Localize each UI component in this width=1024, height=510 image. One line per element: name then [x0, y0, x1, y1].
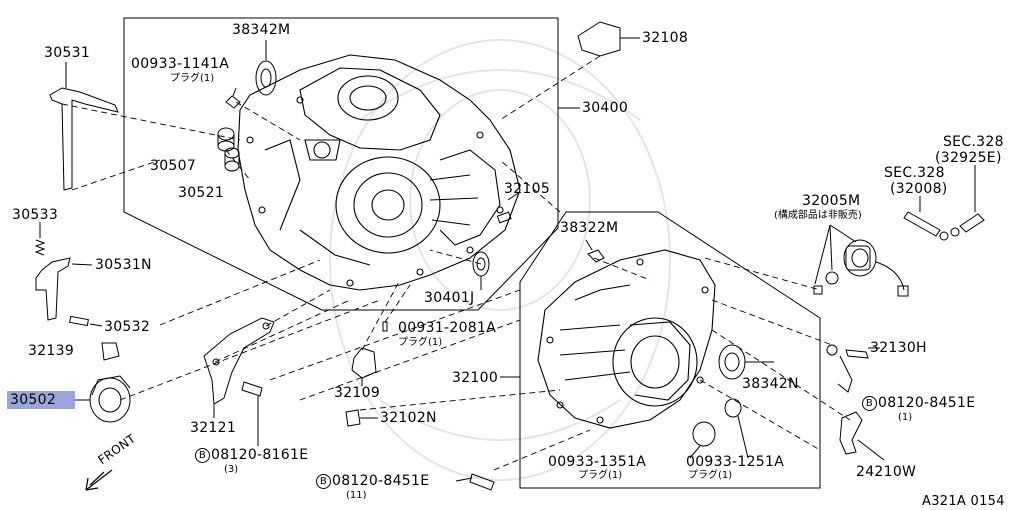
diagram-code: A321A 0154: [922, 494, 1005, 509]
label-38322M[interactable]: 38322M: [560, 220, 619, 236]
label-32130H[interactable]: 32130H: [870, 340, 927, 356]
shift-fork-30531: [49, 62, 119, 191]
plug-00933-1141A: [225, 87, 241, 109]
label-32005M[interactable]: 32005M: [802, 193, 861, 209]
label-30502-highlighted[interactable]: 30502: [7, 391, 75, 409]
pin-32105: [496, 191, 521, 224]
label-38342M[interactable]: 38342M: [232, 22, 291, 38]
label-08120-8451E-1-qty: (1): [898, 412, 913, 423]
label-00933-1351A-qty: プラグ(1): [578, 470, 623, 481]
label-30507[interactable]: 30507: [150, 158, 197, 174]
label-32005M-note: (構成部品は非販売): [774, 210, 862, 221]
pin-30532: [69, 315, 103, 327]
front-arrow-icon: [85, 469, 113, 491]
label-00933-1141A[interactable]: 00933-1141A: [131, 56, 230, 72]
label-38342N[interactable]: 38342N: [742, 376, 799, 392]
watermark: [329, 39, 671, 481]
label-sec328-32008-ref: (32008): [890, 181, 948, 197]
bolt-08120-8451E-11: [455, 473, 495, 491]
plug-00933-1251A: [724, 398, 749, 459]
part-32102N: [345, 409, 378, 427]
label-30400[interactable]: 30400: [582, 100, 629, 116]
plug-00931-2081A: [382, 321, 388, 332]
frame-32100: [519, 211, 821, 489]
label-sec328-32008[interactable]: SEC.328: [884, 165, 945, 181]
label-sec328-32925E-ref: (32925E): [935, 150, 1002, 166]
sensor-32005M: [813, 224, 909, 297]
bracket-32108: [577, 21, 640, 57]
bolt-b-icon: B: [316, 474, 331, 489]
label-00933-1251A[interactable]: 00933-1251A: [686, 454, 785, 470]
sec328-parts: [903, 165, 985, 241]
label-32105[interactable]: 32105: [504, 181, 551, 197]
label-00931-2081A-qty: プラグ(1): [398, 337, 443, 348]
label-32121[interactable]: 32121: [190, 420, 237, 436]
label-30531[interactable]: 30531: [44, 45, 91, 61]
part-38322M: [585, 239, 605, 263]
bolt-b-icon: B: [195, 448, 210, 463]
label-32139[interactable]: 32139: [28, 343, 75, 359]
label-30521[interactable]: 30521: [178, 185, 225, 201]
clip-24210W: [839, 411, 885, 461]
frame-30400: [123, 17, 559, 311]
label-32109[interactable]: 32109: [334, 385, 381, 401]
spring-30533: [34, 222, 46, 256]
label-32108[interactable]: 32108: [642, 30, 689, 46]
label-08120-8161E-qty: (3): [224, 464, 239, 475]
label-sec328-32925E[interactable]: SEC.328: [943, 134, 1004, 150]
plug-00933-1351A: [689, 421, 716, 459]
seal-30401J: [472, 251, 490, 290]
bracket-32130H: [826, 344, 880, 393]
bolt-b-icon: B: [862, 396, 877, 411]
case-30400: [237, 54, 521, 291]
label-08120-8451E-11-qty: (11): [346, 490, 367, 501]
bolt-08120-8161E: [241, 381, 263, 446]
shift-fork-30531N: [35, 257, 93, 321]
assembly-lines: [61, 55, 851, 471]
label-30401J[interactable]: 30401J: [424, 290, 475, 306]
seal-38342N: [718, 344, 774, 380]
seal-38342M: [255, 40, 277, 96]
bracket-32121: [203, 317, 275, 418]
label-32102N[interactable]: 32102N: [380, 410, 437, 426]
label-30531N[interactable]: 30531N: [95, 257, 152, 273]
label-30533[interactable]: 30533: [12, 207, 59, 223]
part-32109: [351, 347, 377, 386]
bushing-30521: [224, 147, 240, 172]
label-32100[interactable]: 32100: [452, 370, 499, 386]
case-32100: [537, 249, 716, 429]
label-30532[interactable]: 30532: [104, 319, 151, 335]
part-32139: [101, 342, 120, 361]
label-00931-2081A[interactable]: 00931-2081A: [398, 320, 497, 336]
label-00933-1141A-qty: プラグ(1): [170, 73, 215, 84]
bearing-30502: [72, 375, 131, 423]
label-00933-1251A-qty: プラグ(1): [688, 470, 733, 481]
label-24210W[interactable]: 24210W: [856, 464, 917, 480]
label-00933-1351A[interactable]: 00933-1351A: [548, 454, 647, 470]
